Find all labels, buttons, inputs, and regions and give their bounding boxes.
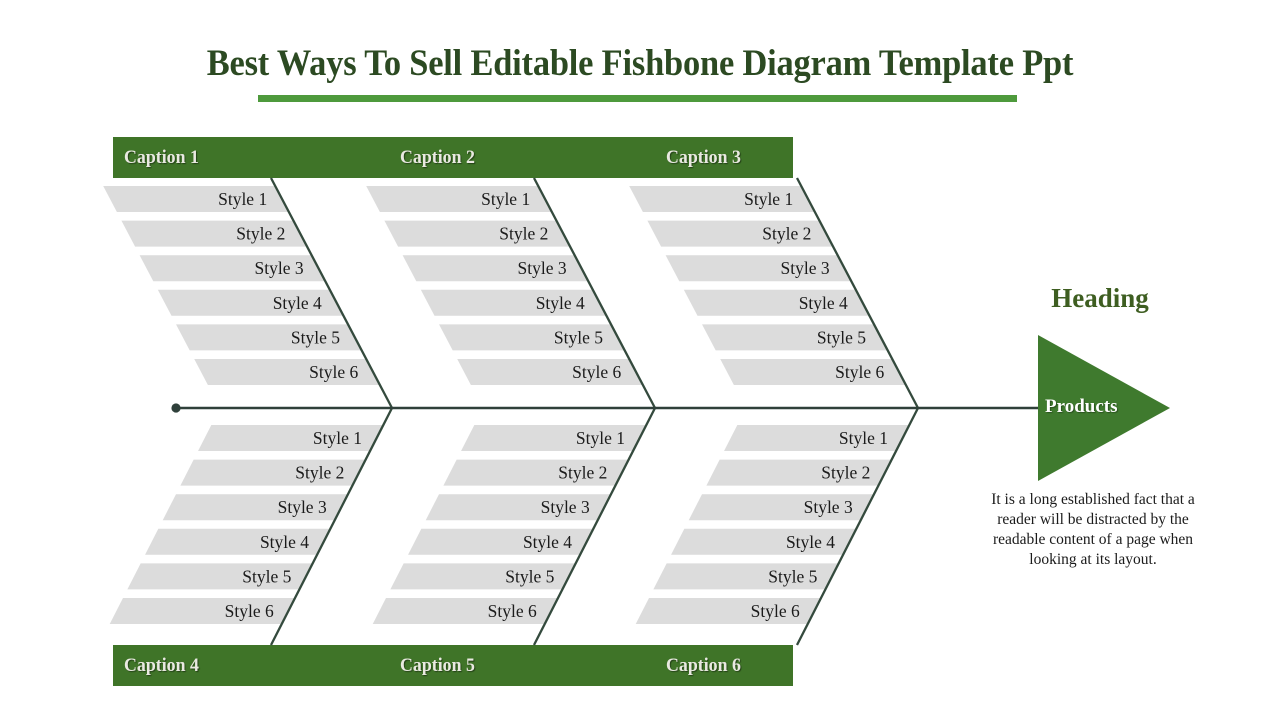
style-bar-label: Style 4 bbox=[786, 532, 835, 552]
caption-label-5: Caption 5 bbox=[400, 655, 475, 676]
style-bar-label: Style 3 bbox=[541, 497, 590, 517]
style-bar[interactable] bbox=[198, 425, 384, 451]
caption-label-2: Caption 2 bbox=[400, 147, 475, 168]
style-bar[interactable] bbox=[683, 289, 870, 316]
style-bar[interactable] bbox=[457, 359, 643, 385]
style-bar[interactable] bbox=[194, 359, 380, 385]
style-bar-label: Style 1 bbox=[218, 189, 267, 209]
caption-label-6: Caption 6 bbox=[666, 655, 741, 676]
products-arrow-label: Products bbox=[1045, 396, 1118, 417]
style-bar-label: Style 5 bbox=[817, 327, 866, 347]
style-bar-label: Style 1 bbox=[481, 189, 530, 209]
style-bar-label: Style 3 bbox=[518, 258, 567, 278]
head-body-text: It is a long established fact that a rea… bbox=[991, 491, 1195, 568]
caption-label-3: Caption 3 bbox=[666, 147, 741, 168]
bone-line bbox=[269, 407, 394, 646]
style-bar[interactable] bbox=[384, 220, 571, 247]
style-bar[interactable] bbox=[162, 494, 348, 521]
style-bar-label: Style 3 bbox=[781, 258, 830, 278]
products-arrow-icon[interactable] bbox=[1038, 335, 1170, 481]
bone-line bbox=[269, 177, 394, 409]
style-bar[interactable] bbox=[443, 459, 629, 486]
caption-label-4: Caption 4 bbox=[124, 655, 199, 676]
style-bar-label: Style 5 bbox=[242, 566, 291, 586]
style-bar[interactable] bbox=[461, 425, 647, 451]
page-title: Best Ways To Sell Editable Fishbone Diag… bbox=[206, 43, 1074, 84]
head-heading: Heading bbox=[1051, 283, 1149, 313]
style-bar-label: Style 4 bbox=[523, 532, 572, 552]
style-bar[interactable] bbox=[629, 186, 815, 212]
style-bar-label: Style 5 bbox=[554, 327, 603, 347]
style-bar-label: Style 3 bbox=[804, 497, 853, 517]
style-bar[interactable] bbox=[647, 220, 834, 247]
style-bar-label: Style 2 bbox=[295, 463, 344, 483]
style-bar[interactable] bbox=[139, 255, 326, 282]
style-bar-label: Style 6 bbox=[835, 362, 884, 382]
style-bar[interactable] bbox=[157, 289, 344, 316]
top-caption-bar[interactable]: Caption 1 Caption 2 Caption 3 bbox=[113, 137, 793, 178]
style-bar-label: Style 3 bbox=[278, 497, 327, 517]
style-bar-label: Style 3 bbox=[255, 258, 304, 278]
style-bar-label: Style 6 bbox=[751, 601, 800, 621]
style-bar[interactable] bbox=[420, 289, 607, 316]
style-bar[interactable] bbox=[425, 494, 611, 521]
style-bar-label: Style 2 bbox=[558, 463, 607, 483]
style-bar-label: Style 6 bbox=[488, 601, 537, 621]
style-bar-label: Style 4 bbox=[273, 293, 322, 313]
style-bar[interactable] bbox=[439, 324, 625, 351]
style-bar-label: Style 1 bbox=[313, 428, 362, 448]
style-bar[interactable] bbox=[702, 324, 888, 351]
style-bar[interactable] bbox=[366, 186, 552, 212]
style-bar-label: Style 1 bbox=[576, 428, 625, 448]
style-bar-label: Style 4 bbox=[536, 293, 585, 313]
bone-lines-layer bbox=[269, 177, 920, 646]
style-bar[interactable] bbox=[635, 598, 821, 624]
style-bar[interactable] bbox=[121, 220, 308, 247]
style-bar[interactable] bbox=[653, 563, 839, 590]
style-bar-label: Style 2 bbox=[762, 224, 811, 244]
style-bar-label: Style 1 bbox=[839, 428, 888, 448]
bone-line bbox=[795, 407, 920, 646]
style-bar-label: Style 1 bbox=[744, 189, 793, 209]
style-bar[interactable] bbox=[402, 255, 589, 282]
style-bar[interactable] bbox=[724, 425, 910, 451]
style-bar-label: Style 2 bbox=[236, 224, 285, 244]
style-bar-label: Style 4 bbox=[260, 532, 309, 552]
title-underline-rule bbox=[258, 95, 1017, 102]
style-bar[interactable] bbox=[671, 528, 857, 555]
bone-line bbox=[532, 177, 657, 409]
bottom-caption-bar[interactable]: Caption 4 Caption 5 Caption 6 bbox=[113, 645, 793, 686]
style-bar-label: Style 6 bbox=[309, 362, 358, 382]
style-bar[interactable] bbox=[176, 324, 362, 351]
style-bar-label: Style 6 bbox=[225, 601, 274, 621]
style-bar[interactable] bbox=[665, 255, 852, 282]
style-bar-label: Style 6 bbox=[572, 362, 621, 382]
style-bar-label: Style 5 bbox=[291, 327, 340, 347]
style-bar[interactable] bbox=[109, 598, 295, 624]
style-bar-label: Style 5 bbox=[768, 566, 817, 586]
spine-start-dot bbox=[171, 403, 181, 413]
style-bar[interactable] bbox=[706, 459, 892, 486]
style-bar[interactable] bbox=[180, 459, 366, 486]
style-bar-label: Style 5 bbox=[505, 566, 554, 586]
spine-layer bbox=[171, 403, 1040, 413]
style-bar[interactable] bbox=[408, 528, 594, 555]
style-bar[interactable] bbox=[720, 359, 906, 385]
style-bar-label: Style 2 bbox=[821, 463, 870, 483]
style-bar[interactable] bbox=[145, 528, 331, 555]
style-bar[interactable] bbox=[688, 494, 874, 521]
style-bar[interactable] bbox=[103, 186, 289, 212]
style-bar[interactable] bbox=[127, 563, 313, 590]
style-labels-layer: Style 1 Style 2 Style 3 Style 4 Style 5 Style… bbox=[218, 189, 888, 621]
style-bar-label: Style 4 bbox=[799, 293, 848, 313]
style-bars-layer bbox=[103, 186, 910, 624]
style-bar-label: Style 2 bbox=[499, 224, 548, 244]
bone-line bbox=[795, 177, 920, 409]
style-bar[interactable] bbox=[390, 563, 576, 590]
caption-label-1: Caption 1 bbox=[124, 147, 199, 168]
style-bar[interactable] bbox=[372, 598, 558, 624]
bone-line bbox=[532, 407, 657, 646]
